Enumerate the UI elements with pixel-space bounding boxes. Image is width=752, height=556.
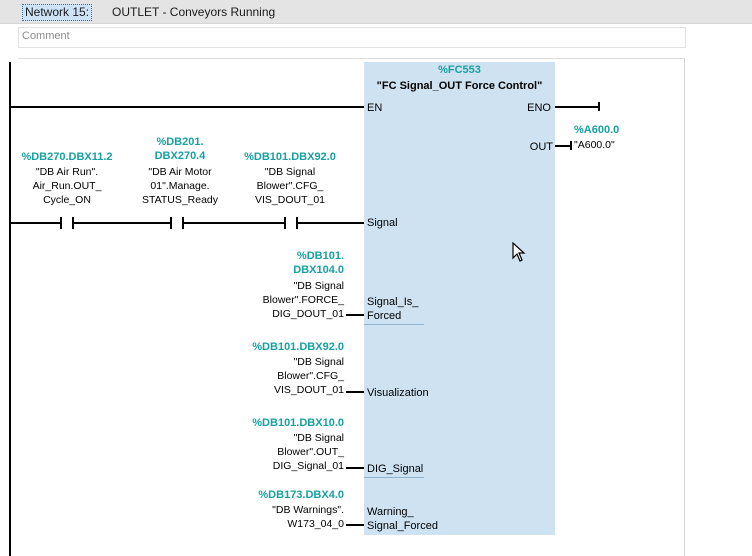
contact3-symbol-1: "DB Signal	[264, 166, 316, 178]
dig-signal-symbol-1: "DB Signal	[293, 432, 344, 444]
contact2-symbol-1: "DB Air Motor	[148, 166, 212, 178]
pin-underline-2	[364, 477, 424, 478]
out-wire	[555, 145, 571, 147]
comment-field[interactable]	[18, 27, 686, 48]
pin-visualization: Visualization	[367, 387, 429, 399]
contact2-address-2[interactable]: DBX270.4	[154, 150, 206, 162]
pin-warning-2: Signal_Forced	[367, 520, 438, 532]
dig-signal-symbol-3: DIG_Signal_01	[272, 460, 344, 472]
out-address[interactable]: %A600.0	[574, 124, 620, 136]
pin-signal-is-forced-2: Forced	[367, 310, 402, 322]
visualization-symbol-3: VIS_DOUT_01	[273, 384, 344, 396]
warning-address[interactable]: %DB173.DBX4.0	[258, 489, 344, 501]
pin-underline	[364, 324, 424, 325]
visualization-symbol-1: "DB Signal	[293, 356, 344, 368]
pin-dig-signal: DIG_Signal	[367, 463, 424, 475]
signal-wire-3	[184, 222, 284, 224]
dig-signal-symbol-2: Blower".OUT_	[277, 446, 344, 458]
contact1-symbol-3: Cycle_ON	[43, 194, 91, 206]
contact-air-motor-ready[interactable]	[170, 217, 184, 229]
pin-signal-is-forced-1: Signal_Is_	[367, 296, 419, 308]
visualization-wire	[346, 391, 364, 393]
en-wire	[9, 106, 364, 108]
warning-symbol-2: W173_04_0	[287, 518, 344, 530]
forced-symbol-3: DIG_DOUT_01	[272, 308, 344, 320]
warning-wire	[346, 524, 364, 526]
contact-air-run[interactable]	[60, 217, 74, 229]
contact3-symbol-2: Blower".CFG_	[256, 180, 324, 192]
network-title[interactable]: OUTLET - Conveyors Running	[112, 5, 276, 19]
eno-wire-end	[598, 102, 600, 111]
contact2-address-1[interactable]: %DB201.	[156, 136, 204, 148]
signal-wire-1	[9, 222, 60, 224]
signal-wire-2	[74, 222, 170, 224]
fc-name[interactable]: "FC Signal_OUT Force Control"	[376, 80, 543, 92]
forced-address-1[interactable]: %DB101.	[296, 250, 344, 262]
warning-symbol-1: "DB Warnings".	[272, 504, 344, 516]
pin-signal: Signal	[367, 217, 398, 229]
contact2-symbol-3: STATUS_Ready	[141, 194, 219, 206]
pin-warning-1: Warning_	[367, 506, 414, 518]
out-wire-end	[570, 141, 572, 150]
visualization-address[interactable]: %DB101.DBX92.0	[252, 341, 344, 353]
fc-address[interactable]: %FC553	[438, 64, 481, 76]
mouse-pointer-icon	[512, 241, 526, 265]
forced-address-2[interactable]: DBX104.0	[293, 264, 344, 276]
network-header[interactable]	[0, 0, 752, 24]
contact2-symbol-2: 01".Manage.	[150, 180, 210, 192]
forced-wire	[346, 314, 364, 316]
left-power-rail	[9, 62, 11, 556]
network-frame-right	[684, 58, 685, 556]
visualization-symbol-2: Blower".CFG_	[277, 370, 344, 382]
fc-block[interactable]	[364, 62, 555, 535]
pin-eno: ENO	[527, 102, 551, 114]
contact-signal-blower-cfg[interactable]	[284, 217, 298, 229]
dig-signal-wire	[346, 467, 364, 469]
eno-wire	[555, 106, 599, 108]
dig-signal-address[interactable]: %DB101.DBX10.0	[252, 417, 344, 429]
contact1-symbol-2: Air_Run.OUT_	[32, 180, 102, 192]
contact3-address[interactable]: %DB101.DBX92.0	[244, 151, 336, 163]
forced-symbol-2: Blower".FORCE_	[262, 294, 344, 306]
forced-symbol-1: "DB Signal	[293, 280, 344, 292]
out-symbol[interactable]: "A600.0"	[574, 139, 615, 151]
contact1-address[interactable]: %DB270.DBX11.2	[21, 151, 113, 163]
signal-wire-4	[298, 222, 364, 224]
network-number[interactable]: Network 15:	[22, 4, 93, 21]
contact1-symbol-1: "DB Air Run".	[35, 166, 99, 178]
comment-placeholder: Comment	[22, 30, 70, 42]
pin-out: OUT	[529, 141, 553, 153]
pin-en: EN	[367, 102, 383, 114]
network-frame-top	[18, 58, 684, 59]
contact3-symbol-3: VIS_DOUT_01	[254, 194, 326, 206]
